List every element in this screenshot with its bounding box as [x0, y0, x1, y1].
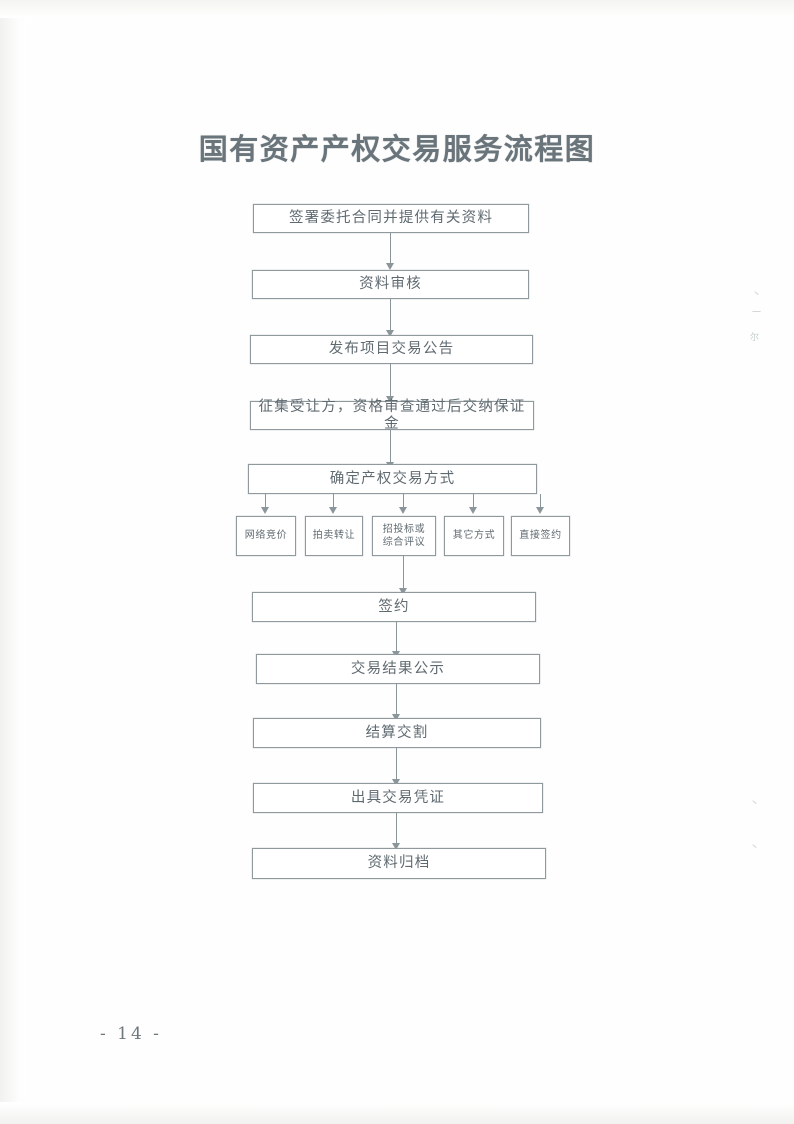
flow-node-collect-transferees[interactable]: 征集受让方，资格审查通过后交纳保证金 — [250, 399, 534, 432]
margin-speck-5: 丶 — [750, 843, 760, 853]
connector-n1-n2 — [390, 233, 392, 266]
flow-node-result-publicity[interactable]: 交易结果公示 — [256, 654, 540, 684]
connector-n2-n3 — [390, 299, 392, 333]
flow-node-other-methods[interactable]: 其它方式 — [444, 516, 504, 556]
connector-n5-b4 — [473, 494, 475, 510]
page-number: - 14 - — [100, 1024, 162, 1044]
flow-node-archive-materials[interactable]: 资料归档 — [252, 848, 546, 879]
arrowhead-n7-n8 — [392, 714, 400, 721]
arrowhead-n5-b1 — [261, 507, 269, 514]
arrowhead-n2-n3 — [386, 330, 394, 337]
connector-n9-n10 — [396, 813, 398, 846]
arrowhead-n5-b5 — [536, 507, 544, 514]
margin-speck-2: 一 — [752, 308, 762, 318]
flow-node-auction-transfer[interactable]: 拍卖转让 — [305, 516, 363, 556]
arrowhead-n5-b4 — [469, 507, 477, 514]
flow-node-material-review[interactable]: 资料审核 — [252, 270, 529, 299]
connector-branches-n6 — [403, 556, 405, 592]
margin-speck-1: 丶 — [752, 290, 762, 300]
page-title: 国有资产产权交易服务流程图 — [198, 132, 596, 166]
connector-n5-b2 — [333, 494, 335, 510]
flow-node-online-bidding[interactable]: 网络竞价 — [236, 516, 296, 556]
flow-node-settlement-delivery[interactable]: 结算交割 — [253, 718, 541, 748]
arrowhead-n5-b2 — [329, 507, 337, 514]
connector-n4-n5 — [390, 430, 392, 465]
margin-speck-4: 丶 — [750, 799, 760, 809]
connector-n8-n9 — [396, 748, 398, 781]
connector-n5-b1 — [265, 494, 267, 510]
flow-node-signing[interactable]: 签约 — [252, 592, 536, 622]
flow-node-tender-or-evaluation-line1: 招投标或 — [382, 523, 426, 535]
arrowhead-n5-b3 — [399, 507, 407, 514]
connector-n5-b3 — [403, 494, 405, 510]
flow-node-tender-or-evaluation[interactable]: 招投标或 综合评议 — [372, 516, 436, 556]
flow-node-publish-announcement[interactable]: 发布项目交易公告 — [250, 335, 533, 364]
flow-node-sign-contract[interactable]: 签署委托合同并提供有关资料 — [253, 204, 529, 233]
connector-n6-n7 — [396, 622, 398, 654]
connector-n5-b5 — [540, 494, 542, 510]
flow-node-issue-certificate[interactable]: 出具交易凭证 — [253, 783, 543, 813]
margin-speck-3: 尔 — [750, 333, 760, 343]
arrowhead-n9-n10 — [392, 843, 400, 850]
arrowhead-branches-n6 — [399, 588, 407, 595]
connector-n3-n4 — [390, 364, 392, 399]
flow-node-determine-trade-method[interactable]: 确定产权交易方式 — [248, 464, 537, 494]
arrowhead-n1-n2 — [386, 263, 394, 270]
flow-node-direct-signing[interactable]: 直接签约 — [511, 516, 570, 556]
connector-n7-n8 — [396, 684, 398, 717]
arrowhead-n8-n9 — [392, 779, 400, 786]
flow-node-tender-or-evaluation-line2: 综合评议 — [382, 537, 426, 548]
arrowhead-n3-n4 — [386, 396, 394, 403]
